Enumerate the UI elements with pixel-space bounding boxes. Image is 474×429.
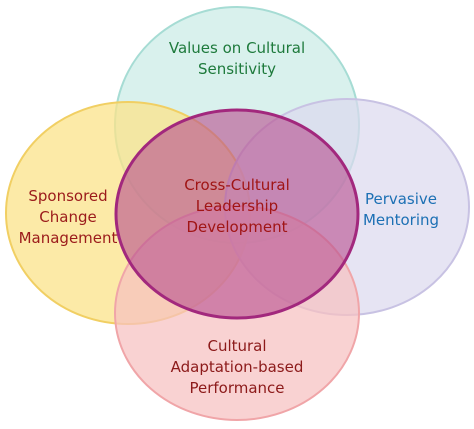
label-line: Performance [189, 379, 285, 397]
label-line: Management [18, 229, 118, 247]
label-line: Sponsored [28, 187, 108, 205]
label-line: Cultural [207, 337, 267, 355]
label-pervasive-mentoring: Pervasive Mentoring [356, 189, 446, 231]
label-line: Development [186, 218, 288, 236]
label-line: Pervasive [364, 190, 438, 208]
label-line: Sensitivity [197, 60, 277, 78]
label-line: Cross-Cultural [184, 176, 290, 194]
label-cultural-adaptation-based-performance: Cultural Adaptation-based Performance [137, 336, 337, 399]
label-line: Values on Cultural [168, 39, 306, 57]
label-cross-cultural-leadership-development: Cross-Cultural Leadership Development [150, 175, 324, 238]
label-values-on-cultural-sensitivity: Values on Cultural Sensitivity [137, 38, 337, 80]
label-line: Mentoring [362, 211, 440, 229]
circle-cross-cultural-leadership-development [114, 108, 360, 320]
label-line: Adaptation-based [170, 358, 304, 376]
label-sponsored-change-management: Sponsored Change Management [8, 186, 128, 249]
label-line: Change [39, 208, 97, 226]
label-line: Leadership [195, 197, 279, 215]
